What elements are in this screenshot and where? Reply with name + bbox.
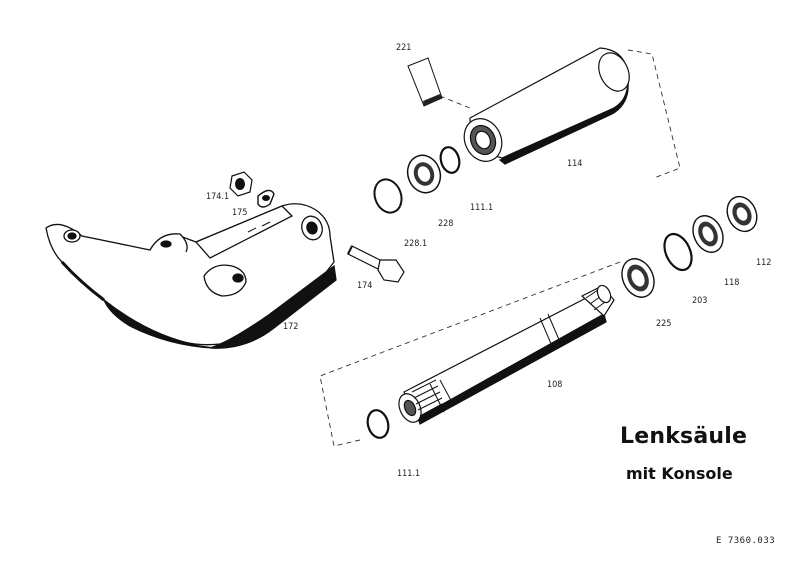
part-label-172: 172 [283, 322, 299, 332]
part-label-225: 225 [656, 319, 672, 329]
nut-174-1 [229, 171, 253, 197]
part-label-175: 175 [232, 208, 248, 218]
part-label-221: 221 [396, 43, 412, 53]
part-label-111-1-top: 111.1 [470, 203, 494, 213]
part-label-203: 203 [692, 296, 708, 306]
ring-203 [663, 232, 693, 272]
tube-114 [463, 47, 630, 165]
snap-ring-111-1-top [439, 146, 461, 174]
drawing-title: Lenksäule [620, 424, 748, 449]
part-label-118: 118 [724, 278, 740, 288]
bolt-174 [347, 245, 405, 283]
snap-ring-111-1-bottom [366, 409, 390, 439]
part-label-111-1-bottom: 111.1 [397, 469, 421, 479]
label-plate-221 [407, 57, 443, 107]
cap-112 [726, 195, 758, 233]
part-label-174: 174 [357, 281, 373, 291]
part-label-108: 108 [547, 380, 563, 390]
part-label-228: 228 [438, 219, 454, 229]
bearing-228 [406, 154, 442, 194]
document-number: E 7360.033 [716, 536, 776, 546]
shaft-108 [398, 284, 615, 425]
part-label-174-1: 174.1 [206, 192, 230, 202]
snap-ring-228-1 [373, 178, 403, 214]
part-label-228-1: 228.1 [404, 239, 428, 249]
assembly-line-tube [439, 49, 681, 179]
part-label-114: 114 [567, 159, 583, 169]
drawing-subtitle: mit Konsole [626, 464, 733, 483]
washer-175 [257, 189, 275, 208]
part-label-112: 112 [756, 258, 772, 268]
console-172 [45, 203, 337, 349]
assembly-line-shaft [319, 261, 621, 447]
bearing-225 [621, 258, 655, 298]
bearing-118 [692, 215, 724, 253]
